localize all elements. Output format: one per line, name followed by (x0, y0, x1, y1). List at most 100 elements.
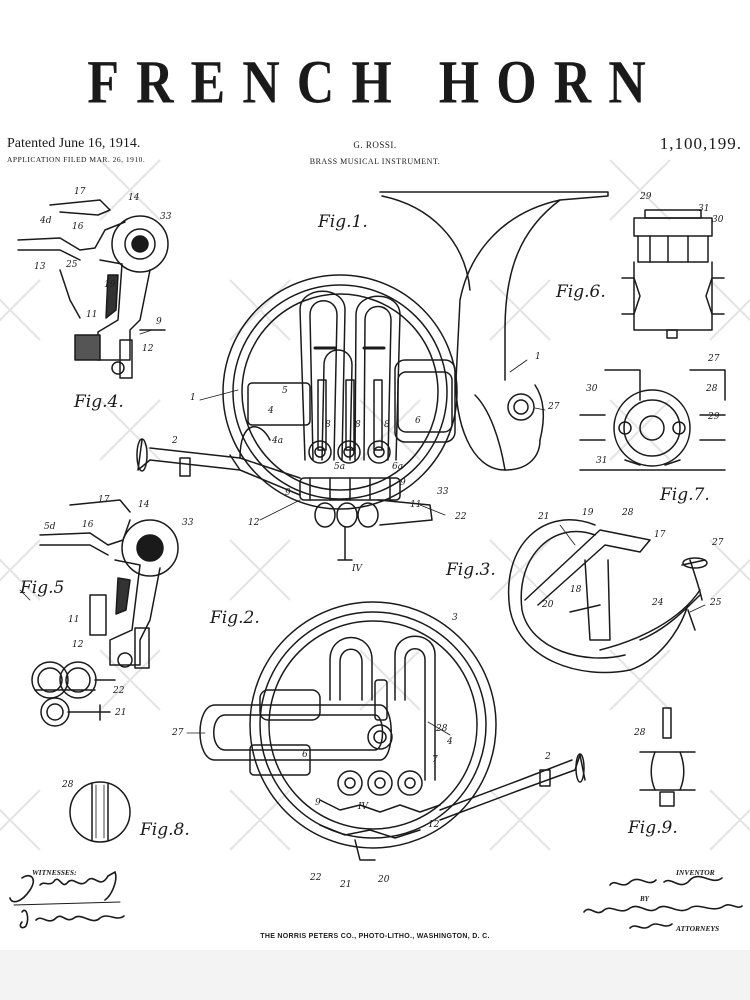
ref-label: 6a (392, 462, 404, 472)
ref-label: 11 (86, 310, 98, 320)
ref-label: 9 (285, 488, 291, 498)
fig9-caption: Fig.9. (628, 818, 678, 838)
fig1-horn-drawing (136, 191, 609, 561)
ref-label: 1 (535, 352, 541, 362)
ref-label: 30 (586, 384, 598, 394)
ref-label: 12 (248, 518, 260, 528)
ref-label: 17 (98, 495, 110, 505)
application-filed-date: APPLICATION FILED MAR. 26, 1910. (7, 155, 146, 164)
ref-label: 29 (640, 192, 652, 202)
ref-label: 30 (712, 215, 724, 225)
ref-label: 6 (415, 416, 421, 426)
signatures (9, 870, 743, 929)
inventor-signature (609, 875, 723, 886)
ref-label: 22 (455, 512, 467, 522)
ref-label: 27 (712, 538, 724, 548)
ref-label: 13 (34, 262, 46, 272)
fig9-label: 28 (634, 728, 646, 738)
fig4-lever-drawing (17, 199, 169, 379)
ref-label: 14 (138, 500, 150, 510)
ref-label: 2 (172, 436, 178, 446)
ref-label: 11 (68, 615, 80, 625)
ref-label: 24 (652, 598, 664, 608)
page-title: FRENCH HORN (87, 49, 663, 117)
ref-label: 31 (698, 204, 710, 214)
witness-signature-1 (9, 870, 117, 903)
ref-label: IV (358, 802, 369, 812)
ref-label: 8 (384, 420, 390, 430)
ref-label: 9 (400, 478, 406, 488)
ref-label: 31 (596, 456, 608, 466)
fig8-label: 28 (62, 780, 74, 790)
attorney-signature (583, 904, 743, 914)
fig3-side-drawing (507, 519, 708, 674)
ref-label: 33 (437, 487, 449, 497)
witness-signature-2 (19, 909, 125, 929)
attorneys-label: ATTORNEYS (676, 924, 720, 933)
ref-label: 12 (72, 640, 84, 650)
ref-label: 16 (82, 520, 94, 530)
ref-label: 12 (428, 820, 440, 830)
fig3-caption: Fig.3. (446, 560, 496, 580)
ref-label: 4a (272, 436, 284, 446)
ref-label: 27 (548, 402, 560, 412)
ref-label: IV (352, 564, 363, 574)
ref-label: 2 (545, 752, 551, 762)
ref-label: 7 (432, 755, 438, 765)
ref-label: 18 (570, 585, 582, 595)
ref-label: 22 (113, 686, 125, 696)
fig4-caption: Fig.4. (74, 392, 124, 412)
fig5-caption: Fig.5 (20, 578, 65, 598)
fig7-caption: Fig.7. (660, 485, 710, 505)
ref-label: 4 (447, 737, 453, 747)
fig2-horn-drawing (199, 601, 586, 861)
printer-credit: THE NORRIS PETERS CO., PHOTO-LITHO., WAS… (260, 933, 490, 940)
fig8-caption: Fig.8. (140, 820, 190, 840)
ref-label: 9 (156, 317, 162, 327)
ref-label: 20 (542, 600, 554, 610)
ref-label: 20 (378, 875, 390, 885)
patent-drawings (17, 191, 726, 861)
ref-label: 25 (710, 598, 722, 608)
fig7-section-drawing (579, 369, 726, 471)
fig6-caption: Fig.6. (556, 282, 606, 302)
ref-label: 9 (315, 798, 321, 808)
ref-label: 25 (66, 260, 78, 270)
ref-label: 1 (190, 393, 196, 403)
ref-label: 12 (142, 344, 154, 354)
ref-label: 21 (538, 512, 550, 522)
inventor-name: G. ROSSI. (353, 140, 397, 150)
ref-label: 11 (410, 500, 422, 510)
ref-label: 29 (708, 412, 720, 422)
ref-label: 3 (452, 613, 458, 623)
ref-label: 8 (355, 420, 361, 430)
ref-label: 16 (72, 222, 84, 232)
ref-label: 28 (436, 724, 448, 734)
fig9-part-drawing (639, 707, 696, 807)
leader-lines (19, 329, 706, 736)
ref-label: 33 (160, 212, 172, 222)
ref-label: 8 (325, 420, 331, 430)
ref-label: 5d (44, 522, 56, 532)
patent-number: 1,100,199. (659, 134, 742, 153)
patent-date: Patented June 16, 1914. (7, 136, 141, 151)
fig8-section-drawing (69, 781, 131, 843)
ref-label: 17 (654, 530, 666, 540)
fig1-caption: Fig.1. (318, 212, 368, 232)
ref-label: 6 (302, 750, 308, 760)
ref-label: 4 (268, 406, 274, 416)
patent-sheet: FRENCH HORN Patented June 16, 1914. APPL… (0, 0, 750, 950)
ref-label: 22 (310, 873, 322, 883)
ref-label: 28 (622, 508, 634, 518)
ref-label: 5a (334, 462, 346, 472)
ref-label: 21 (340, 880, 352, 890)
fig6-valve-drawing (621, 209, 725, 339)
inventor-label: INVENTOR (676, 868, 715, 877)
ref-label: 19 (104, 280, 116, 290)
ref-label: 14 (128, 193, 140, 203)
ref-label: 28 (706, 384, 718, 394)
fig2-caption: Fig.2. (210, 608, 260, 628)
ref-label: 19 (582, 508, 594, 518)
ref-label: 4d (40, 216, 52, 226)
ref-label: 33 (182, 518, 194, 528)
